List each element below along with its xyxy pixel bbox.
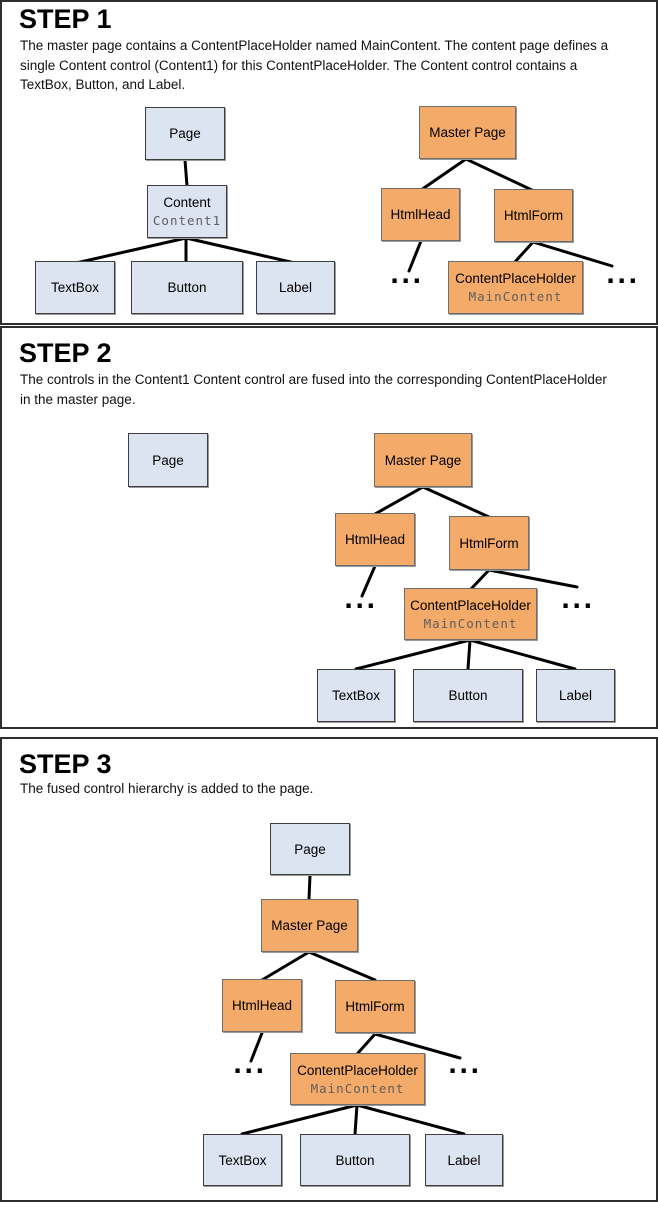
node-htmlform: HtmlForm <box>335 980 415 1033</box>
node-label-text: HtmlForm <box>459 535 519 551</box>
ellipsis-left: ... <box>233 1051 267 1079</box>
step-title: STEP 3 <box>19 749 112 779</box>
node-id-text: Content1 <box>152 213 222 228</box>
node-label-text: Master Page <box>429 125 506 140</box>
node-page: Page <box>145 107 225 160</box>
node-label-text: Button <box>448 688 488 703</box>
node-button: Button <box>413 669 523 722</box>
node-htmlhead: HtmlHead <box>335 513 415 566</box>
node-label-text: Master Page <box>384 452 462 468</box>
node-htmlhead: HtmlHead <box>381 188 460 241</box>
node-label-text: TextBox <box>50 280 100 295</box>
ellipsis-right: ... <box>561 586 595 614</box>
node-button: Button <box>300 1134 410 1186</box>
node-contentplaceholder: ContentPlaceHolder MainContent <box>448 261 583 314</box>
ellipsis-right: ... <box>606 261 640 289</box>
node-label-text: Label <box>278 280 313 295</box>
node-label: Label <box>425 1134 503 1186</box>
ellipsis-left: ... <box>344 586 378 614</box>
node-label-text: HtmlForm <box>345 999 405 1014</box>
node-label-text: Master Page <box>271 918 348 933</box>
node-label-text: Page <box>294 841 326 857</box>
node-master-page: Master Page <box>374 433 472 487</box>
node-label-text: ContentPlaceHolder <box>297 1062 418 1078</box>
ellipsis-left: ... <box>390 261 424 289</box>
panel-step-3: STEP 3 The fused control hierarchy is ad… <box>0 737 658 1202</box>
node-label-text: HtmlHead <box>344 532 406 547</box>
node-label-text: ContentPlaceHolder <box>455 271 576 286</box>
node-id-text: MainContent <box>468 289 563 304</box>
node-label-text: ContentPlaceHolder <box>410 597 531 613</box>
ellipsis-right: ... <box>448 1051 482 1079</box>
node-label-text: Label <box>447 1152 481 1168</box>
node-label: Label <box>536 669 615 722</box>
node-contentplaceholder: ContentPlaceHolder MainContent <box>290 1053 425 1105</box>
node-button: Button <box>131 261 243 314</box>
node-page: Page <box>270 823 350 875</box>
step-description: The master page contains a ContentPlaceH… <box>20 38 609 92</box>
node-htmlform: HtmlForm <box>494 189 573 242</box>
node-master-page: Master Page <box>419 106 516 159</box>
node-label-text: Content <box>163 195 211 210</box>
node-label-text: TextBox <box>331 688 381 703</box>
node-label-text: Label <box>558 688 593 703</box>
node-label-text: Page <box>152 452 184 468</box>
step-title: STEP 1 <box>19 4 112 34</box>
node-label-text: HtmlHead <box>390 207 451 222</box>
panel-step-2: STEP 2 The controls in the Content1 Cont… <box>0 326 658 729</box>
node-contentplaceholder: ContentPlaceHolder MainContent <box>404 588 537 640</box>
node-content: Content Content1 <box>147 185 227 238</box>
node-id-text: MainContent <box>310 1080 405 1096</box>
step-title: STEP 2 <box>19 338 112 368</box>
node-htmlform: HtmlForm <box>449 516 529 570</box>
node-label-text: Button <box>167 280 207 295</box>
node-label-text: Button <box>335 1152 375 1168</box>
node-master-page: Master Page <box>261 899 358 952</box>
node-textbox: TextBox <box>317 669 395 722</box>
node-label-text: HtmlHead <box>231 998 293 1013</box>
node-label-text: TextBox <box>218 1152 267 1168</box>
node-label: Label <box>256 261 335 314</box>
node-textbox: TextBox <box>203 1134 282 1186</box>
node-page: Page <box>128 433 208 487</box>
node-htmlhead: HtmlHead <box>222 979 302 1032</box>
node-label-text: HtmlForm <box>503 208 564 223</box>
node-label-text: Page <box>169 126 201 141</box>
panel-step-1: STEP 1 The master page contains a Conten… <box>0 0 658 325</box>
node-textbox: TextBox <box>35 261 115 314</box>
node-id-text: MainContent <box>423 615 518 631</box>
step-description: The fused control hierarchy is added to … <box>20 781 314 796</box>
step-description: The controls in the Content1 Content con… <box>20 372 607 407</box>
